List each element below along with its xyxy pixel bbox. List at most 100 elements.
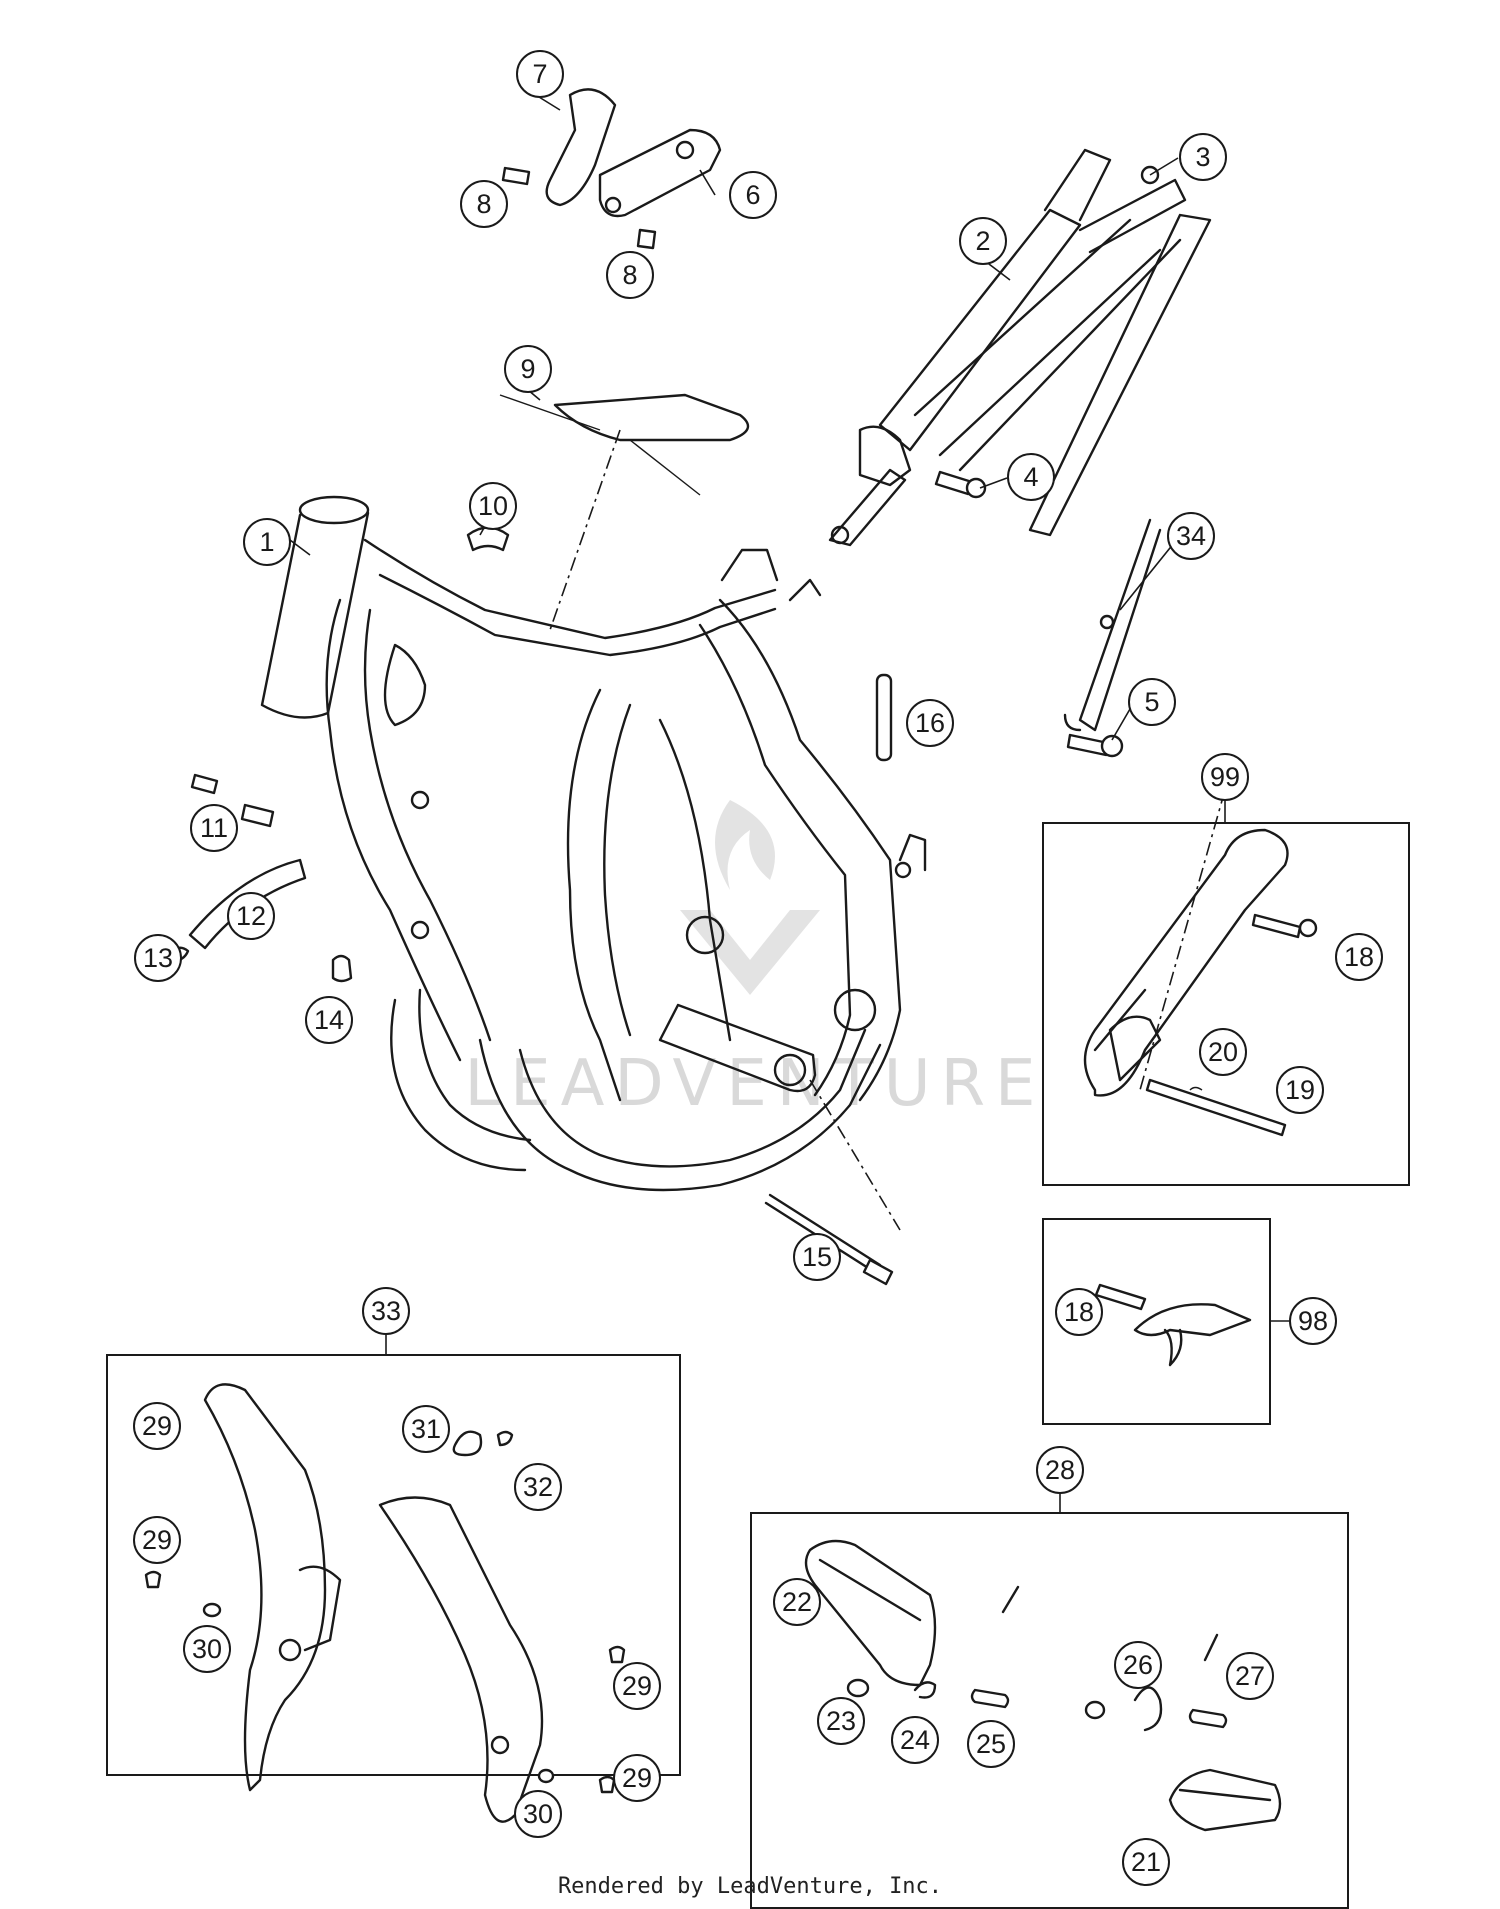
svg-text:31: 31 — [411, 1414, 441, 1444]
svg-text:29: 29 — [142, 1525, 172, 1555]
part-12-hose — [188, 858, 307, 950]
callout-24: 24 — [891, 1716, 939, 1764]
group-33-box — [106, 1354, 681, 1776]
svg-text:26: 26 — [1123, 1650, 1153, 1680]
callout-8b: 8 — [606, 251, 654, 299]
callout-28: 28 — [1036, 1446, 1084, 1494]
part-9-bracket — [499, 393, 750, 496]
part-15-axle — [764, 1193, 894, 1286]
svg-text:28: 28 — [1045, 1455, 1075, 1485]
callout-33: 33 — [362, 1287, 410, 1335]
svg-text:18: 18 — [1344, 942, 1374, 972]
part-14-nut — [331, 954, 353, 983]
svg-text:24: 24 — [900, 1725, 930, 1755]
callout-11: 11 — [190, 804, 238, 852]
svg-text:3: 3 — [1195, 142, 1210, 172]
svg-text:9: 9 — [520, 354, 535, 384]
svg-text:27: 27 — [1235, 1661, 1265, 1691]
part-98-guide — [1094, 1283, 1252, 1367]
svg-text:98: 98 — [1298, 1306, 1328, 1336]
group-28-box — [750, 1512, 1349, 1909]
svg-text:32: 32 — [523, 1472, 553, 1502]
callout-18a: 18 — [1335, 933, 1383, 981]
chain-slider — [1083, 828, 1318, 1137]
svg-text:22: 22 — [782, 1587, 812, 1617]
callout-34: 34 — [1167, 512, 1215, 560]
callout-15: 15 — [793, 1233, 841, 1281]
svg-text:29: 29 — [622, 1763, 652, 1793]
watermark-text: LEADVENTURE — [465, 1047, 1046, 1121]
callout-1: 1 — [243, 518, 291, 566]
callout-25: 25 — [967, 1720, 1015, 1768]
callout-19: 19 — [1276, 1066, 1324, 1114]
callout-29a: 29 — [133, 1402, 181, 1450]
svg-text:99: 99 — [1210, 762, 1240, 792]
callout-10: 10 — [469, 482, 517, 530]
small-fasteners — [144, 1407, 626, 1794]
svg-text:25: 25 — [976, 1729, 1006, 1759]
callout-27: 27 — [1226, 1652, 1274, 1700]
callout-32: 32 — [514, 1463, 562, 1511]
svg-text:6: 6 — [745, 180, 760, 210]
callout-5: 5 — [1128, 678, 1176, 726]
callout-23: 23 — [817, 1697, 865, 1745]
svg-text:10: 10 — [478, 491, 508, 521]
callout-21: 21 — [1122, 1838, 1170, 1886]
watermark: LEADVENTURE — [465, 800, 1046, 1121]
part-16-strap — [875, 673, 893, 762]
svg-text:34: 34 — [1176, 521, 1206, 551]
group-99-box — [1042, 822, 1410, 1186]
svg-text:12: 12 — [236, 901, 266, 931]
callout-30a: 30 — [183, 1625, 231, 1673]
callout-18b: 18 — [1055, 1288, 1103, 1336]
frame-guards — [203, 1383, 544, 1823]
svg-text:7: 7 — [532, 59, 547, 89]
callout-2: 2 — [959, 217, 1007, 265]
svg-text:8: 8 — [476, 189, 491, 219]
callout-14: 14 — [305, 996, 353, 1044]
callout-4: 4 — [1007, 453, 1055, 501]
main-frame — [260, 495, 927, 1192]
svg-text:13: 13 — [143, 943, 173, 973]
svg-text:23: 23 — [826, 1706, 856, 1736]
callout-20: 20 — [1199, 1028, 1247, 1076]
svg-text:14: 14 — [314, 1005, 344, 1035]
callout-3: 3 — [1179, 133, 1227, 181]
callout-99: 99 — [1201, 753, 1249, 801]
svg-text:30: 30 — [523, 1799, 553, 1829]
svg-text:18: 18 — [1064, 1297, 1094, 1327]
callout-31: 31 — [402, 1405, 450, 1453]
callout-13: 13 — [134, 934, 182, 982]
svg-text:5: 5 — [1144, 687, 1159, 717]
callout-26: 26 — [1114, 1641, 1162, 1689]
callout-7: 7 — [516, 50, 564, 98]
callout-29b: 29 — [133, 1516, 181, 1564]
bolts-11 — [190, 773, 275, 828]
svg-text:4: 4 — [1023, 462, 1038, 492]
engine-brackets — [501, 88, 722, 250]
svg-text:30: 30 — [192, 1634, 222, 1664]
svg-text:1: 1 — [259, 527, 274, 557]
svg-text:21: 21 — [1131, 1847, 1161, 1877]
svg-text:29: 29 — [142, 1411, 172, 1441]
rear-subframe — [828, 148, 1212, 758]
svg-text:15: 15 — [802, 1242, 832, 1272]
callout-8a: 8 — [460, 180, 508, 228]
svg-text:19: 19 — [1285, 1075, 1315, 1105]
callout-9: 9 — [504, 345, 552, 393]
svg-text:8: 8 — [622, 260, 637, 290]
callout-29c: 29 — [613, 1662, 661, 1710]
callout-16: 16 — [906, 699, 954, 747]
svg-text:20: 20 — [1208, 1037, 1238, 1067]
rendered-by-footer: Rendered by LeadVenture, Inc. — [557, 1874, 943, 1899]
svg-text:2: 2 — [975, 226, 990, 256]
part-10-clip — [466, 526, 510, 552]
footrests — [804, 1539, 1282, 1832]
callout-12: 12 — [227, 892, 275, 940]
callout-22: 22 — [773, 1578, 821, 1626]
callout-6: 6 — [729, 171, 777, 219]
svg-text:33: 33 — [371, 1296, 401, 1326]
callout-98: 98 — [1289, 1297, 1337, 1345]
callout-29d: 29 — [613, 1754, 661, 1802]
